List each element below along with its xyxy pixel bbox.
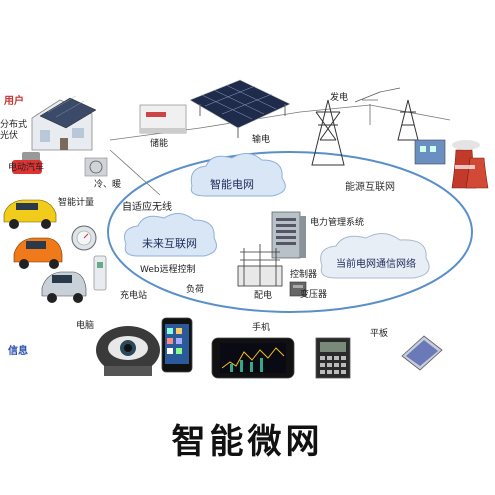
cloud-future-internet xyxy=(124,213,217,257)
phone-landscape-icon xyxy=(211,337,295,379)
car-yellow-icon xyxy=(3,199,57,229)
label-tablet: 平板 xyxy=(370,329,389,339)
label-energy-internet: 能源互联网 xyxy=(345,182,395,193)
label-web-control: Web远程控制 xyxy=(140,265,196,275)
smart-meter-icon xyxy=(71,225,97,251)
cloud-text-current-comm: 当前电网通信网络 xyxy=(336,259,416,270)
label-distributed-pv: 分布式 光伏 xyxy=(0,120,28,142)
label-load: 负荷 xyxy=(186,285,205,295)
section-info: 信息 xyxy=(8,346,28,357)
label-charging: 充电站 xyxy=(120,291,148,301)
smartphone-icon xyxy=(161,317,193,373)
label-power-mgmt: 电力管理系统 xyxy=(310,218,365,228)
network-ellipse xyxy=(107,151,473,313)
label-transformer: 变压器 xyxy=(300,290,328,300)
device-icon xyxy=(315,337,351,379)
page-title: 智能微网 xyxy=(171,422,324,462)
ev-small-icon xyxy=(12,152,42,174)
transmission-tower-icon-2 xyxy=(397,99,419,141)
transmission-tower-icon xyxy=(311,99,345,166)
label-controller: 控制器 xyxy=(290,270,318,280)
cloud-current-comm xyxy=(320,233,430,279)
cloud-smart-grid xyxy=(190,153,286,197)
charging-post-icon xyxy=(93,255,107,291)
substation-icon xyxy=(237,244,283,287)
label-smart-meter: 智能计量 xyxy=(58,198,95,208)
power-line-icon xyxy=(354,87,401,125)
label-transmission: 输电 xyxy=(252,135,271,145)
server-icon xyxy=(271,211,306,259)
car-orange-icon xyxy=(13,237,63,269)
cooling-tower-icon xyxy=(451,140,489,189)
heat-pump-icon xyxy=(84,157,108,177)
label-phone: 手机 xyxy=(252,323,271,333)
house-icon xyxy=(31,95,97,151)
solar-array-icon xyxy=(189,79,291,138)
car-silver-icon xyxy=(41,271,87,303)
label-storage: 储能 xyxy=(150,139,169,149)
cloud-text-future-internet: 未来互联网 xyxy=(142,237,197,250)
transformer-icon xyxy=(289,281,307,297)
label-generation: 发电 xyxy=(330,93,349,103)
storage-icon xyxy=(139,104,187,134)
label-adaptive-wireless: 自适应无线 xyxy=(122,202,172,213)
section-users: 用户 xyxy=(4,96,24,107)
cloud-text-smart-grid: 智能电网 xyxy=(210,178,254,191)
power-plant-icon xyxy=(414,139,446,165)
tablet-icon xyxy=(401,335,443,371)
label-heat-cool: 冷、暖 xyxy=(94,180,122,190)
computer-eye-icon xyxy=(96,326,160,376)
label-ev: 电动汽车 xyxy=(8,163,45,173)
label-distribution: 配电 xyxy=(254,291,273,301)
label-computer: 电脑 xyxy=(76,321,95,331)
